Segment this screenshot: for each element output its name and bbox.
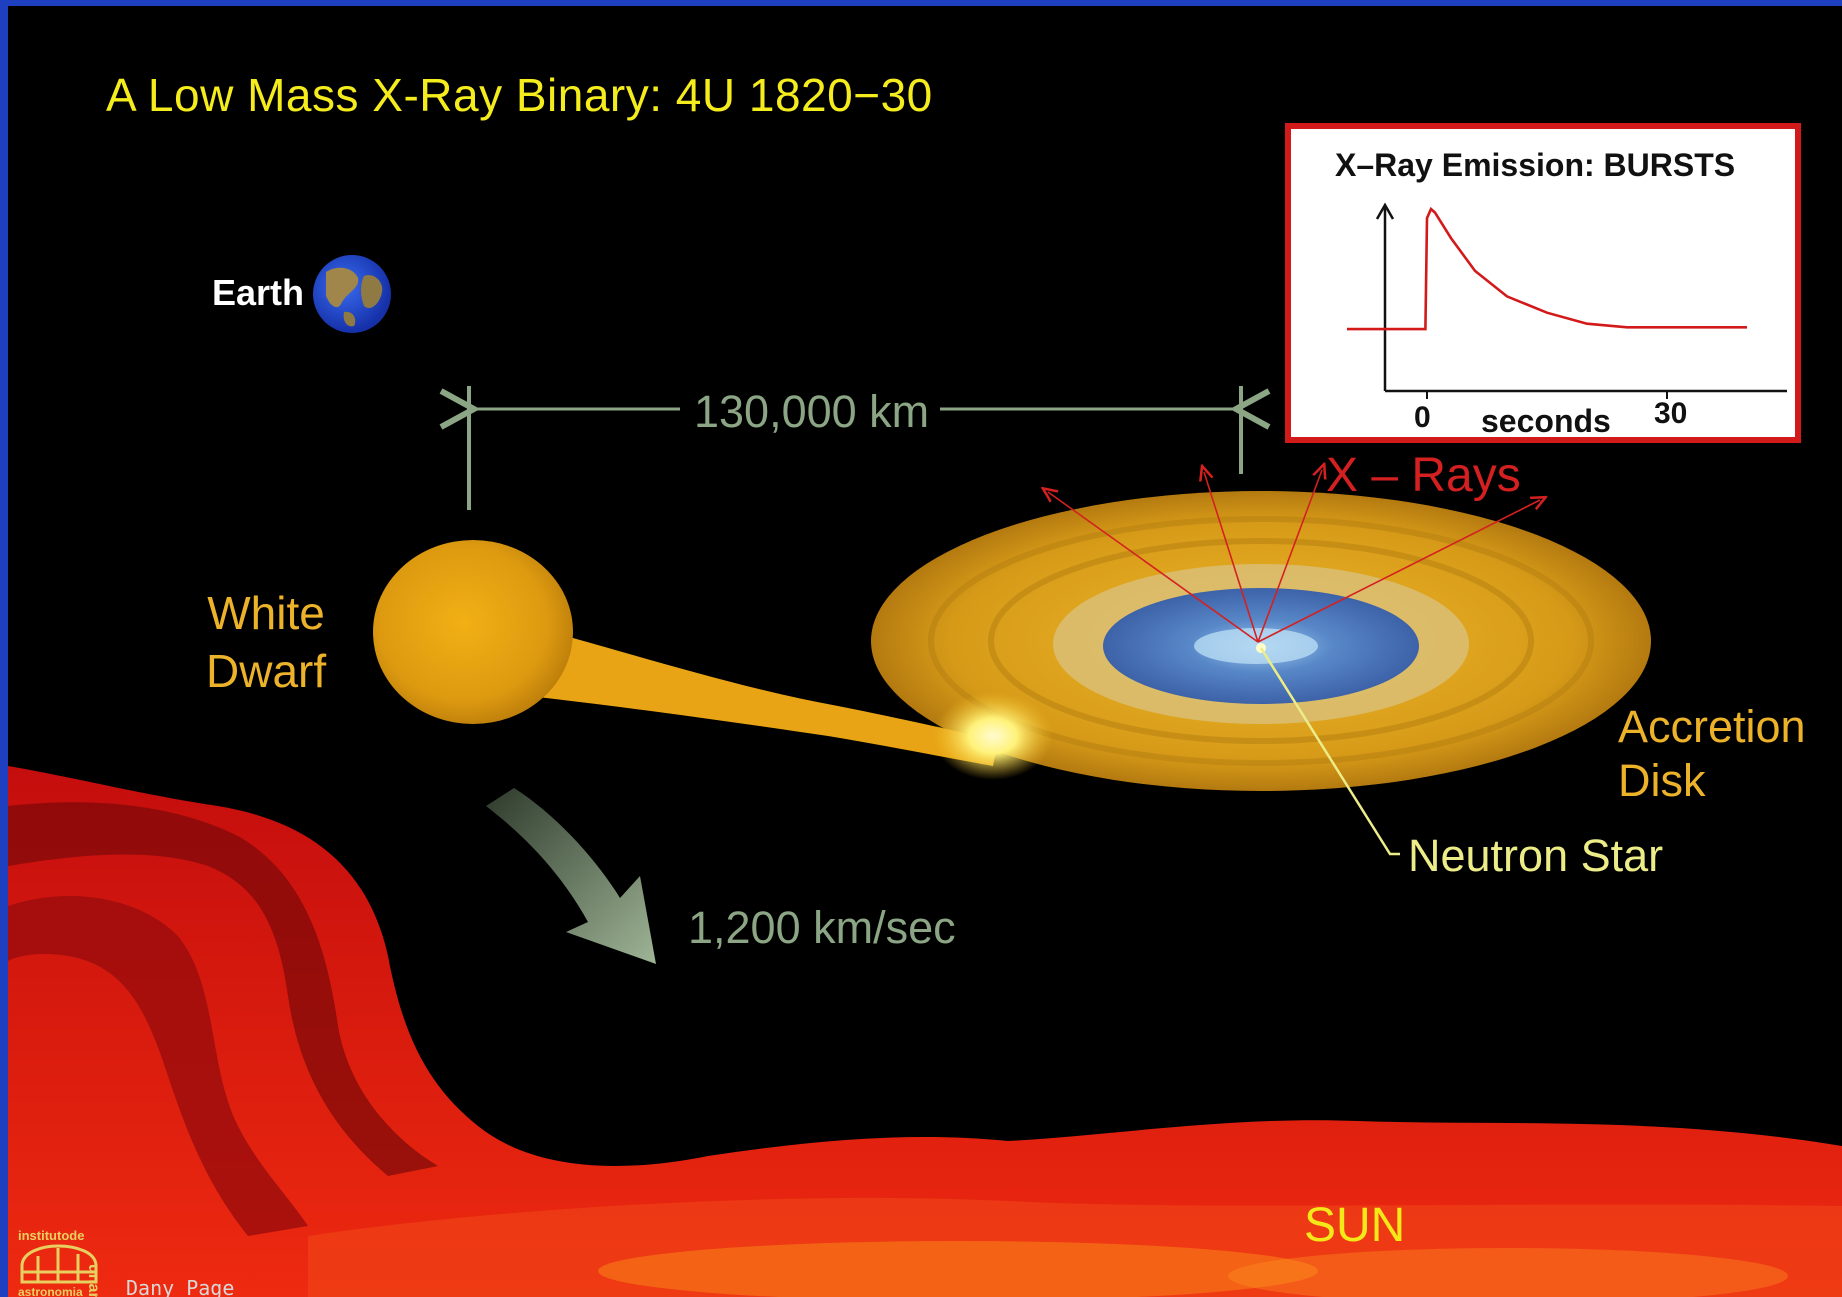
institute-logo: institutode astronomia unam [18, 1228, 128, 1297]
burst-chart-title: X–Ray Emission: BURSTS [1335, 147, 1736, 183]
distance-bar [469, 386, 1241, 510]
earth-label: Earth [212, 272, 305, 313]
xray-label: X – Rays [1326, 449, 1521, 502]
logo-bottom-text: astronomia [18, 1285, 83, 1297]
burst-chart [1347, 202, 1787, 399]
logo-side-text: unam [85, 1264, 102, 1297]
white-dwarf-label-line2: Dwarf [206, 645, 327, 697]
scene-illustration [8, 255, 1842, 1297]
x-axis-label: seconds [1481, 403, 1611, 439]
white-dwarf [373, 540, 998, 766]
sun [8, 766, 1842, 1297]
neutron-star-pointer [1259, 647, 1400, 856]
author-credit: Dany Page [126, 1276, 235, 1297]
hot-spot [933, 692, 1053, 780]
logo-top-text: institutode [18, 1228, 85, 1243]
y-axis-arrow-icon [1375, 202, 1395, 220]
white-dwarf-label-line1: White [207, 587, 325, 639]
x-tick-30: 30 [1654, 397, 1688, 430]
speed-label: 1,200 km/sec [688, 902, 956, 953]
distance-label: 130,000 km [694, 386, 930, 437]
earth-globe [313, 255, 391, 333]
figure-frame: A Low Mass X-Ray Binary: 4U 1820−30 Eart… [8, 6, 1842, 1297]
xray-arrows [1048, 470, 1540, 643]
sun-label: SUN [1304, 1199, 1406, 1252]
accretion-disk-label-line2: Disk [1618, 755, 1706, 806]
accretion-disk-label-line1: Accretion [1618, 701, 1806, 752]
page-title: A Low Mass X-Ray Binary: 4U 1820−30 [106, 69, 933, 121]
neutron-star-label: Neutron Star [1408, 830, 1664, 881]
burst-series-line [1347, 206, 1747, 331]
observatory-icon [20, 1244, 98, 1284]
accretion-disk-label: Accretion Disk [1618, 700, 1806, 808]
burst-chart-inset: X–Ray Emission: BURSTS 0 seconds 30 [1285, 123, 1801, 443]
white-dwarf-label: White Dwarf [206, 584, 326, 700]
velocity-arrow [486, 788, 656, 964]
x-tick-0: 0 [1414, 401, 1431, 434]
